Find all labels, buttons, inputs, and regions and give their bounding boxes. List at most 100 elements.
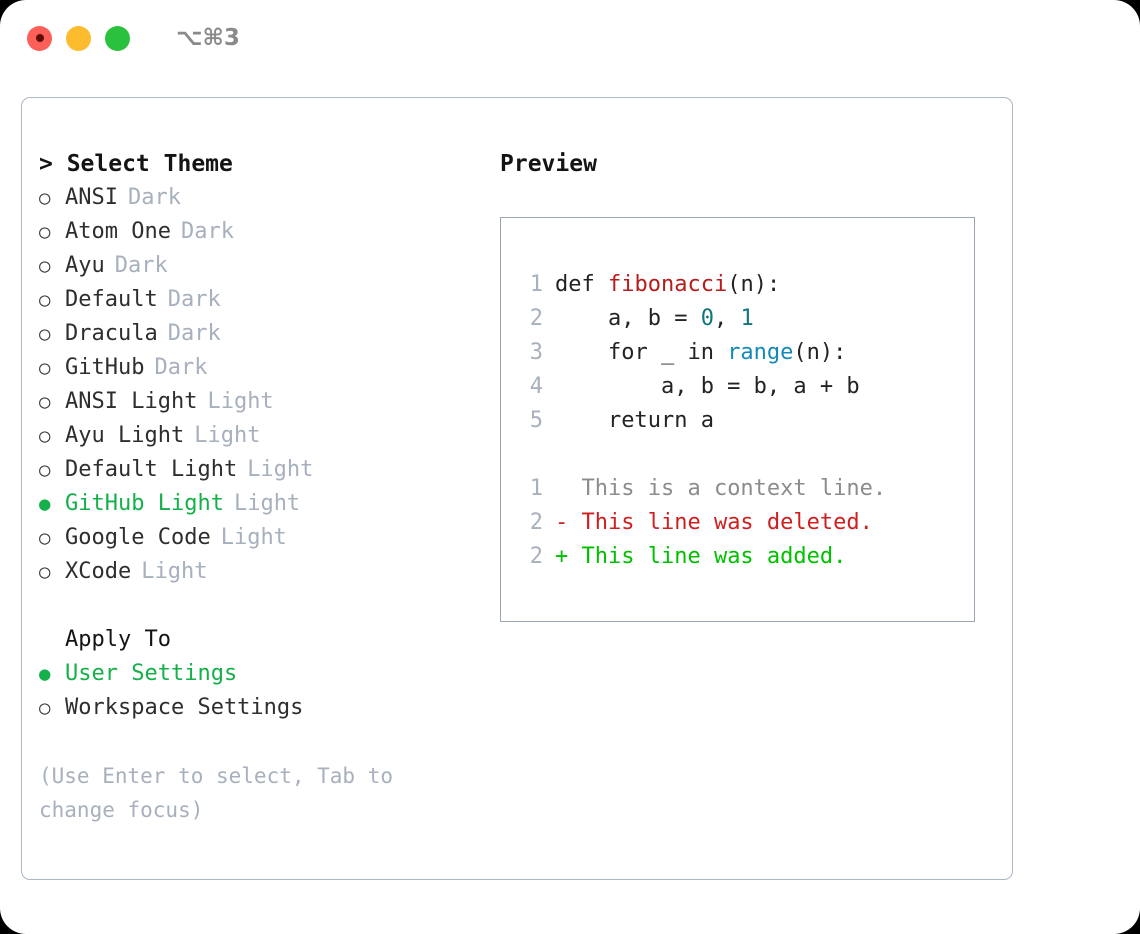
apply-to-item-label: Workspace Settings — [65, 695, 304, 720]
code-token-plain: a, b = — [555, 306, 701, 331]
code-token-plain: (n): — [793, 340, 847, 365]
radio-unselected-icon: ○ — [39, 391, 51, 413]
code-token-plain: def — [555, 272, 608, 297]
diff-text: This is a context line. — [568, 476, 887, 501]
theme-item-variant: Light — [194, 423, 261, 448]
theme-item-label: Google Code — [65, 525, 211, 550]
traffic-lights — [27, 25, 130, 51]
theme-item-variant: Dark — [167, 321, 221, 346]
radio-selected-icon: ● — [39, 663, 51, 685]
apply-to-section: Apply To ● User Settings ○ Workspace Settin… — [39, 623, 479, 725]
code-text: def fibonacci(n): — [555, 268, 780, 302]
theme-item-ansi-light[interactable]: ○ ANSI Light Light — [39, 385, 479, 419]
apply-to-item-workspace-settings[interactable]: ○ Workspace Settings — [39, 691, 479, 725]
theme-item-variant: Light — [233, 491, 301, 516]
radio-unselected-icon: ○ — [39, 255, 51, 277]
code-token-num: 1 — [740, 306, 754, 331]
code-token-plain: , — [713, 306, 741, 331]
theme-item-label: GitHub Light — [65, 491, 224, 516]
code-token-fn: fibonacci — [607, 272, 728, 297]
apply-to-header: Apply To — [65, 627, 171, 652]
theme-item-atom-one[interactable]: ○ Atom One Dark — [39, 215, 479, 249]
theme-item-variant: Light — [247, 457, 314, 482]
theme-item-label: Ayu — [65, 253, 105, 278]
apply-to-list[interactable]: ● User Settings ○ Workspace Settings — [39, 657, 479, 725]
diff-line-ctx: 1 This is a context line. — [501, 472, 974, 506]
keyboard-shortcut-label: ⌥⌘3 — [176, 25, 240, 51]
radio-unselected-icon: ○ — [39, 289, 51, 311]
minimize-button[interactable] — [66, 25, 91, 51]
diff-marker — [555, 472, 568, 506]
line-number: 2 — [529, 306, 543, 331]
code-text: a, b = b, a + b — [555, 370, 860, 404]
code-token-plain: return a — [555, 408, 714, 433]
maximize-button[interactable] — [105, 25, 130, 51]
close-button[interactable] — [27, 25, 52, 51]
code-text: a, b = 0, 1 — [555, 302, 754, 336]
code-token-plain: a, b = b, a + b — [555, 374, 860, 399]
radio-unselected-icon: ○ — [39, 221, 51, 243]
radio-unselected-icon: ○ — [39, 323, 51, 345]
theme-item-label: Dracula — [65, 321, 158, 346]
theme-item-default-light[interactable]: ○ Default Light Light — [39, 453, 479, 487]
apply-to-item-user-settings[interactable]: ● User Settings — [39, 657, 479, 691]
theme-item-variant: Light — [220, 525, 287, 550]
radio-unselected-icon: ○ — [39, 561, 51, 583]
radio-unselected-icon: ○ — [39, 357, 51, 379]
theme-item-label: ANSI Light — [65, 389, 198, 414]
theme-item-label: Default Light — [65, 457, 238, 482]
code-line: 5 return a — [501, 404, 974, 438]
theme-item-github[interactable]: ○ GitHub Dark — [39, 351, 479, 385]
theme-item-label: Atom One — [65, 219, 171, 244]
diff-text: This line was added. — [568, 544, 847, 569]
code-text: for _ in range(n): — [555, 336, 846, 370]
code-line: 2 a, b = 0, 1 — [501, 302, 974, 336]
theme-item-variant: Light — [141, 559, 208, 584]
theme-item-ayu[interactable]: ○ Ayu Dark — [39, 249, 479, 283]
theme-item-variant: Dark — [167, 287, 221, 312]
radio-unselected-icon: ○ — [39, 425, 51, 447]
theme-item-dracula[interactable]: ○ Dracula Dark — [39, 317, 479, 351]
apply-to-item-label: User Settings — [65, 661, 238, 686]
radio-unselected-icon: ○ — [39, 459, 51, 481]
recording-indicator-icon — [35, 34, 44, 42]
line-number: 2 — [529, 544, 543, 569]
code-token-plain: for _ in — [555, 340, 728, 365]
theme-item-label: GitHub — [65, 355, 145, 380]
code-token-plain: (n): — [727, 272, 781, 297]
radio-unselected-icon: ○ — [39, 697, 51, 719]
line-number: 3 — [529, 340, 543, 365]
diff-line-del: 2- This line was deleted. — [501, 506, 974, 540]
radio-unselected-icon: ○ — [39, 187, 51, 209]
preview-spacer — [501, 438, 974, 472]
theme-item-variant: Dark — [114, 253, 168, 278]
diff-marker: + — [555, 544, 569, 569]
diff-sample: 1 This is a context line.2- This line wa… — [501, 472, 974, 574]
diff-line-add: 2 + This line was added. — [501, 540, 974, 574]
theme-item-variant: Dark — [180, 219, 234, 244]
title-bar: ⌥⌘3 — [0, 0, 1140, 76]
diff-text: This line was deleted. — [568, 510, 873, 535]
line-number: 5 — [529, 408, 543, 433]
keyboard-hint-text: (Use Enter to select, Tab to change focu… — [39, 764, 394, 822]
theme-item-variant: Light — [207, 389, 274, 414]
theme-item-variant: Dark — [154, 355, 208, 380]
theme-item-variant: Dark — [127, 185, 181, 210]
code-token-call: range — [727, 340, 794, 365]
preview-header: Preview — [500, 151, 597, 177]
diff-marker: - — [555, 510, 569, 535]
code-line: 4 a, b = b, a + b — [501, 370, 974, 404]
